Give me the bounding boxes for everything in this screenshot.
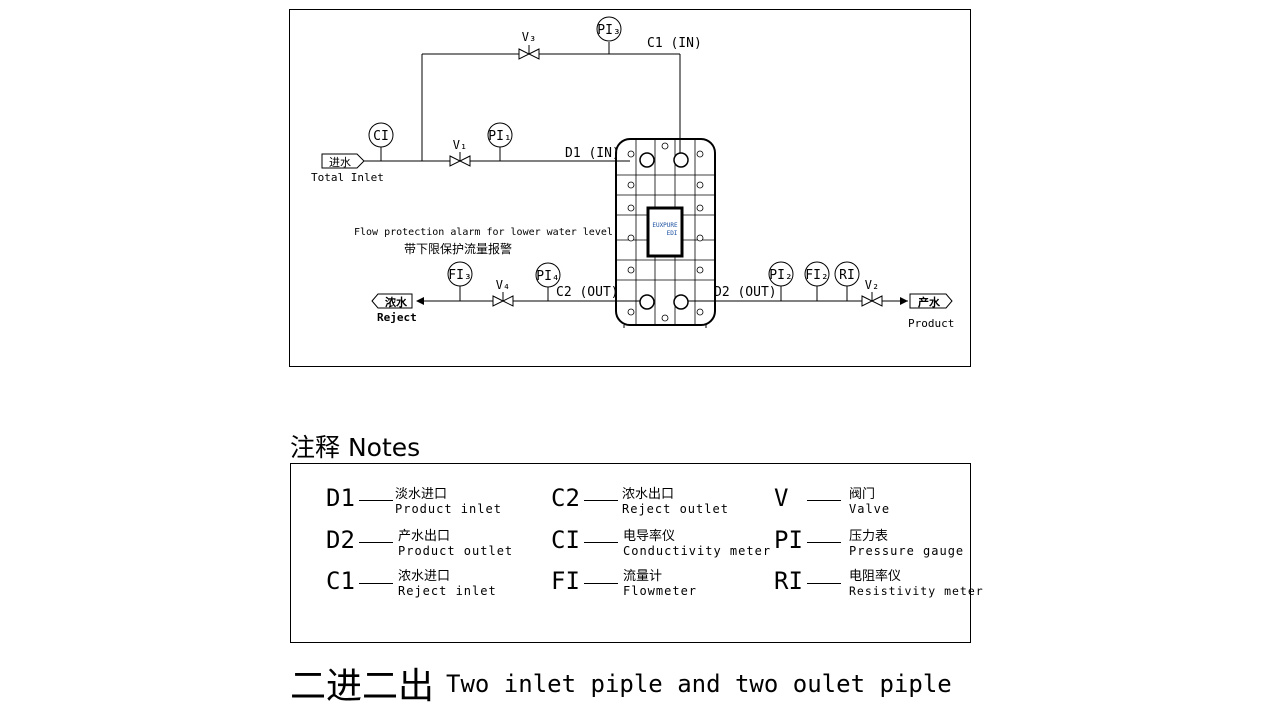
legend-cn: 电导率仪 [623, 529, 676, 544]
legend-code: C1 [326, 567, 355, 595]
v1-label: V₁ [453, 138, 467, 152]
notes-title: 注释 Notes [290, 433, 421, 462]
reject-cn-label: 浓水 [385, 295, 408, 309]
legend-leader [807, 542, 841, 543]
fi2-meter-icon [804, 261, 830, 287]
fi3-meter-icon [447, 261, 473, 287]
legend-cn: 电阻率仪 [849, 569, 902, 584]
c2-out-label: C2 (OUT) [556, 285, 619, 300]
edi-module [615, 138, 716, 328]
inlet-en-label: Total Inlet [311, 171, 384, 184]
pi2-label: PI₂ [769, 268, 792, 283]
legend-leader [359, 583, 393, 584]
module-type: EDI [667, 230, 678, 237]
legend-en: Product inlet [395, 502, 502, 516]
valve-v4-icon [492, 292, 514, 307]
legend-leader [807, 583, 841, 584]
legend-leader [584, 500, 618, 501]
legend-code: C2 [551, 484, 580, 512]
ri-label: RI [839, 268, 855, 283]
legend-cn: 淡水进口 [395, 487, 448, 502]
legend-code: CI [551, 526, 580, 554]
notes-legend: D1 淡水进口 Product inlet D2 产水出口 Product ou… [290, 463, 983, 643]
alarm-en-label: Flow protection alarm for lower water le… [354, 227, 613, 238]
legend-en: Resistivity meter [849, 584, 984, 598]
legend-code: RI [774, 567, 803, 595]
legend-code: D2 [326, 526, 355, 554]
v2-label: V₂ [865, 278, 879, 292]
legend-leader [359, 542, 393, 543]
legend-en: Flowmeter [623, 584, 698, 598]
legend-leader [584, 542, 618, 543]
d2-out-label: D2 (OUT) [714, 285, 777, 300]
v3-label: V₃ [522, 30, 536, 44]
legend-en: Reject inlet [398, 584, 497, 598]
legend-code: FI [551, 567, 580, 595]
diagram-frame [289, 9, 971, 367]
footer-title-en: Two inlet piple and two oulet piple [446, 670, 952, 698]
inlet-flag [321, 153, 365, 169]
product-flag [909, 293, 953, 309]
legend-en: Reject outlet [622, 502, 729, 516]
legend-code: V [774, 484, 789, 512]
inlet-cn-label: 进水 [329, 156, 351, 169]
c1-in-label: C1 (IN) [647, 36, 702, 51]
module-brand: EUXPURE [652, 222, 678, 229]
process-diagram: EUXPURE EDI PI₃ CI PI₁ FI₃ PI₄ PI₂ FI₂ R… [289, 9, 971, 367]
legend-cn: 浓水进口 [398, 569, 451, 584]
legend-cn: 流量计 [623, 569, 663, 584]
legend-cn: 浓水出口 [622, 487, 675, 502]
product-arrow-icon [900, 297, 908, 305]
legend-cn: 压力表 [849, 529, 889, 544]
fi3-label: FI₃ [448, 268, 471, 283]
legend-code: D1 [326, 484, 355, 512]
legend-leader [584, 583, 618, 584]
fi2-label: FI₂ [805, 268, 828, 283]
valve-v2-icon [861, 292, 883, 307]
d1-in-label: D1 (IN) [565, 146, 620, 161]
legend-en: Valve [849, 502, 891, 516]
alarm-cn-label: 带下限保护流量报警 [404, 241, 512, 256]
legend-en: Pressure gauge [849, 544, 965, 558]
legend-en: Product outlet [398, 544, 514, 558]
pi1-label: PI₁ [488, 129, 511, 144]
reject-arrow-icon [416, 297, 424, 305]
valve-v1-icon [449, 152, 471, 167]
legend-en: Conductivity meter [623, 544, 772, 558]
pi2-gauge-icon [768, 261, 794, 287]
product-cn-label: 产水 [918, 295, 941, 309]
legend-cn: 阀门 [849, 487, 876, 502]
ci-label: CI [373, 129, 389, 144]
valve-v3-icon [518, 45, 540, 60]
legend-cn: 产水出口 [398, 529, 451, 544]
ci-meter-icon [368, 122, 394, 148]
footer-title-cn: 二进二出 [290, 666, 435, 707]
pi4-label: PI₄ [536, 269, 559, 284]
pi4-gauge-icon [535, 262, 561, 288]
v4-label: V₄ [496, 278, 510, 292]
legend-leader [807, 500, 841, 501]
ri-meter-icon [834, 261, 860, 287]
reject-flag [371, 293, 413, 309]
piping [364, 42, 908, 302]
legend-code: PI [774, 526, 803, 554]
pi1-gauge-icon [487, 122, 513, 148]
product-en-label: Product [908, 317, 954, 330]
pi3-gauge-icon [596, 16, 622, 42]
pi3-label: PI₃ [597, 23, 620, 38]
reject-en-label: Reject [377, 311, 417, 324]
legend-leader [359, 500, 393, 501]
